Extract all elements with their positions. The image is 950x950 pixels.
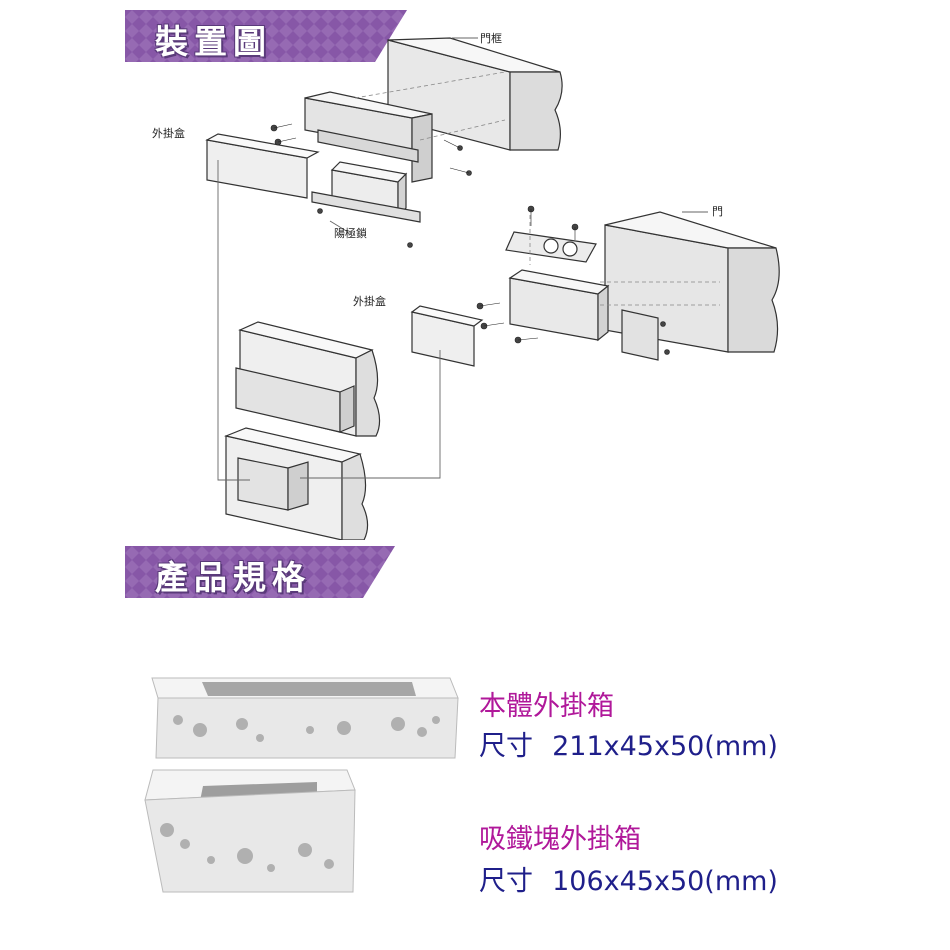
- section-banner-install: 裝置圖: [125, 10, 407, 62]
- label-magnetic-lock: 陽極鎖: [334, 227, 367, 240]
- spec-size-value: 106x45x50(mm): [552, 866, 778, 897]
- armature-plate: [505, 231, 597, 263]
- label-exterior-box-top: 外掛盒: [152, 127, 185, 140]
- magnetic-lock-body: [311, 161, 421, 223]
- exterior-box-cover-mid: [410, 305, 484, 367]
- banner-background: [125, 546, 395, 598]
- armature-box: [508, 269, 610, 342]
- installed-box-door: [223, 427, 369, 540]
- section-banner-spec: 產品規格: [125, 546, 395, 598]
- spec-size-main-body: 尺寸 211x45x50(mm): [479, 724, 778, 763]
- spec-size-label: 尺寸: [479, 866, 533, 897]
- spec-size-value: 211x45x50(mm): [552, 731, 778, 762]
- spec-size-label: 尺寸: [479, 731, 533, 762]
- main-body-box-photo: [151, 677, 459, 759]
- banner-background: [125, 10, 407, 62]
- lock-bracket: [304, 91, 433, 183]
- exterior-box-cover-top: [205, 133, 320, 199]
- spec-size-armature: 尺寸 106x45x50(mm): [479, 859, 778, 898]
- installed-box-frame: [235, 321, 381, 437]
- label-door: 門: [712, 205, 723, 218]
- label-door-frame: 門框: [480, 32, 502, 45]
- label-exterior-box-mid: 外掛盒: [353, 295, 386, 308]
- section-title-install: 裝置圖: [155, 22, 272, 61]
- side-plate: [621, 309, 659, 361]
- armature-box-photo: [144, 769, 356, 893]
- spec-name-main-body: 本體外掛箱: [479, 691, 614, 722]
- spec-name-armature: 吸鐵塊外掛箱: [479, 824, 641, 855]
- section-title-spec: 產品規格: [155, 558, 311, 597]
- installation-diagram: [205, 37, 780, 540]
